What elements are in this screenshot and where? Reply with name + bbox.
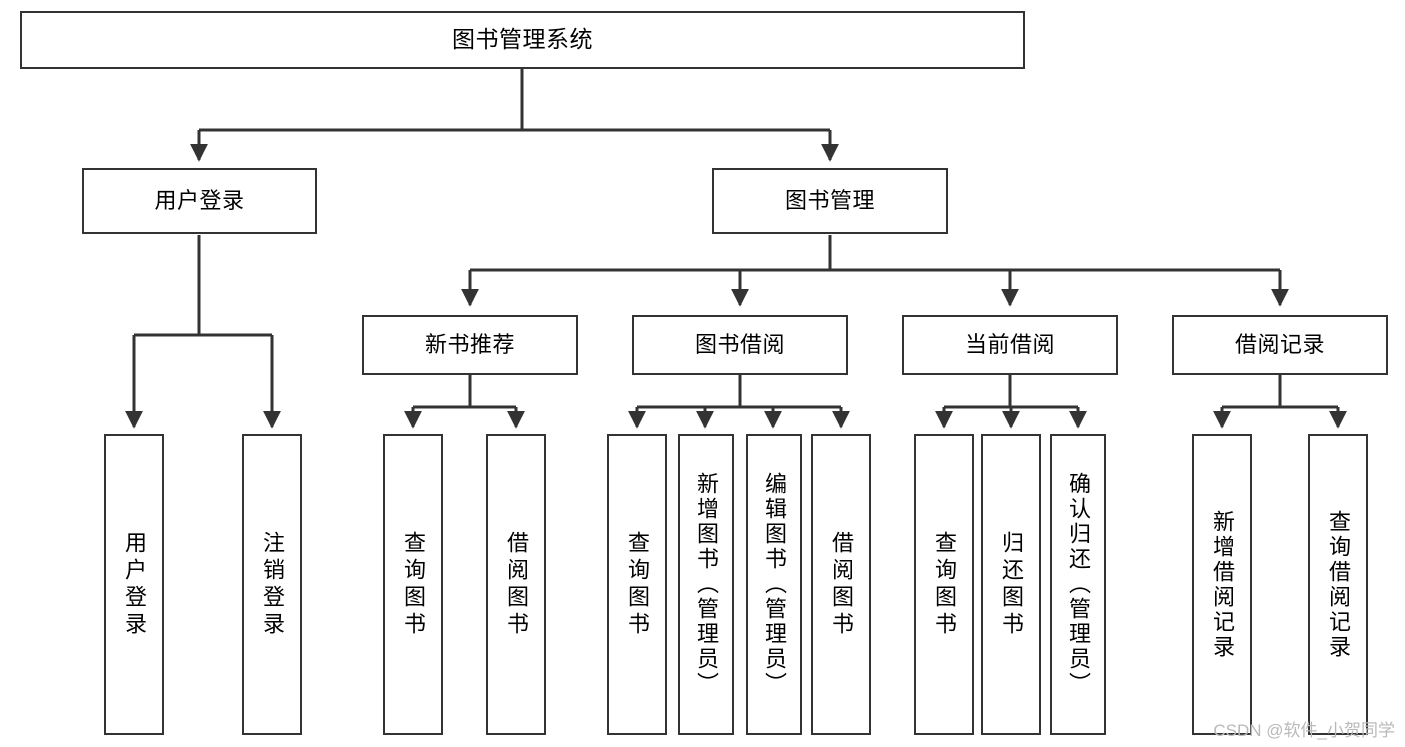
node-current-borrow[interactable]: 当前借阅 [902,315,1118,375]
node-root-system-label: 图书管理系统 [452,26,593,53]
node-user-login-label: 用户登录 [154,188,245,214]
node-leaf-borrow-lend-book[interactable]: 借阅图书 [811,434,871,735]
node-leaf-logout-label: 注销登录 [260,530,285,639]
node-new-book-recommend-label: 新书推荐 [424,332,515,358]
node-borrow-record-label: 借阅记录 [1234,332,1325,358]
node-leaf-edit-book-admin[interactable]: 编辑图书（管理员） [746,434,802,735]
node-leaf-borrow-lend-book-label: 借阅图书 [829,530,854,639]
node-leaf-borrow-query-book[interactable]: 查询图书 [607,434,667,735]
node-leaf-recommend-borrow-book[interactable]: 借阅图书 [486,434,546,735]
node-user-login[interactable]: 用户登录 [82,168,317,234]
node-root-system[interactable]: 图书管理系统 [20,11,1025,69]
node-leaf-logout[interactable]: 注销登录 [242,434,302,735]
node-leaf-current-query-book[interactable]: 查询图书 [914,434,974,735]
node-leaf-edit-book-admin-label: 编辑图书（管理员） [762,472,787,697]
node-leaf-confirm-return-admin[interactable]: 确认归还（管理员） [1050,434,1106,735]
node-leaf-return-book-label: 归还图书 [999,530,1024,639]
node-leaf-add-borrow-record[interactable]: 新增借阅记录 [1192,434,1252,735]
node-leaf-current-query-book-label: 查询图书 [932,530,957,639]
node-leaf-recommend-query-book-label: 查询图书 [401,530,426,639]
node-leaf-return-book[interactable]: 归还图书 [981,434,1041,735]
node-leaf-user-login-label: 用户登录 [122,530,147,639]
node-borrow-record[interactable]: 借阅记录 [1172,315,1388,375]
node-book-borrow[interactable]: 图书借阅 [632,315,848,375]
node-leaf-borrow-query-book-label: 查询图书 [625,530,650,639]
node-leaf-user-login[interactable]: 用户登录 [104,434,164,735]
node-book-borrow-label: 图书借阅 [694,332,785,358]
node-leaf-query-borrow-record-label: 查询借阅记录 [1326,509,1351,660]
node-new-book-recommend[interactable]: 新书推荐 [362,315,578,375]
node-book-management-label: 图书管理 [784,188,875,214]
node-current-borrow-label: 当前借阅 [964,332,1055,358]
node-leaf-query-borrow-record[interactable]: 查询借阅记录 [1308,434,1368,735]
node-leaf-confirm-return-admin-label: 确认归还（管理员） [1066,472,1091,697]
node-leaf-recommend-query-book[interactable]: 查询图书 [383,434,443,735]
node-leaf-add-book-admin[interactable]: 新增图书（管理员） [678,434,734,735]
node-leaf-add-borrow-record-label: 新增借阅记录 [1210,509,1235,660]
watermark-text: CSDN @软件_小贺同学 [1213,721,1395,740]
node-leaf-recommend-borrow-book-label: 借阅图书 [504,530,529,639]
node-book-management[interactable]: 图书管理 [712,168,948,234]
node-leaf-add-book-admin-label: 新增图书（管理员） [694,472,719,697]
